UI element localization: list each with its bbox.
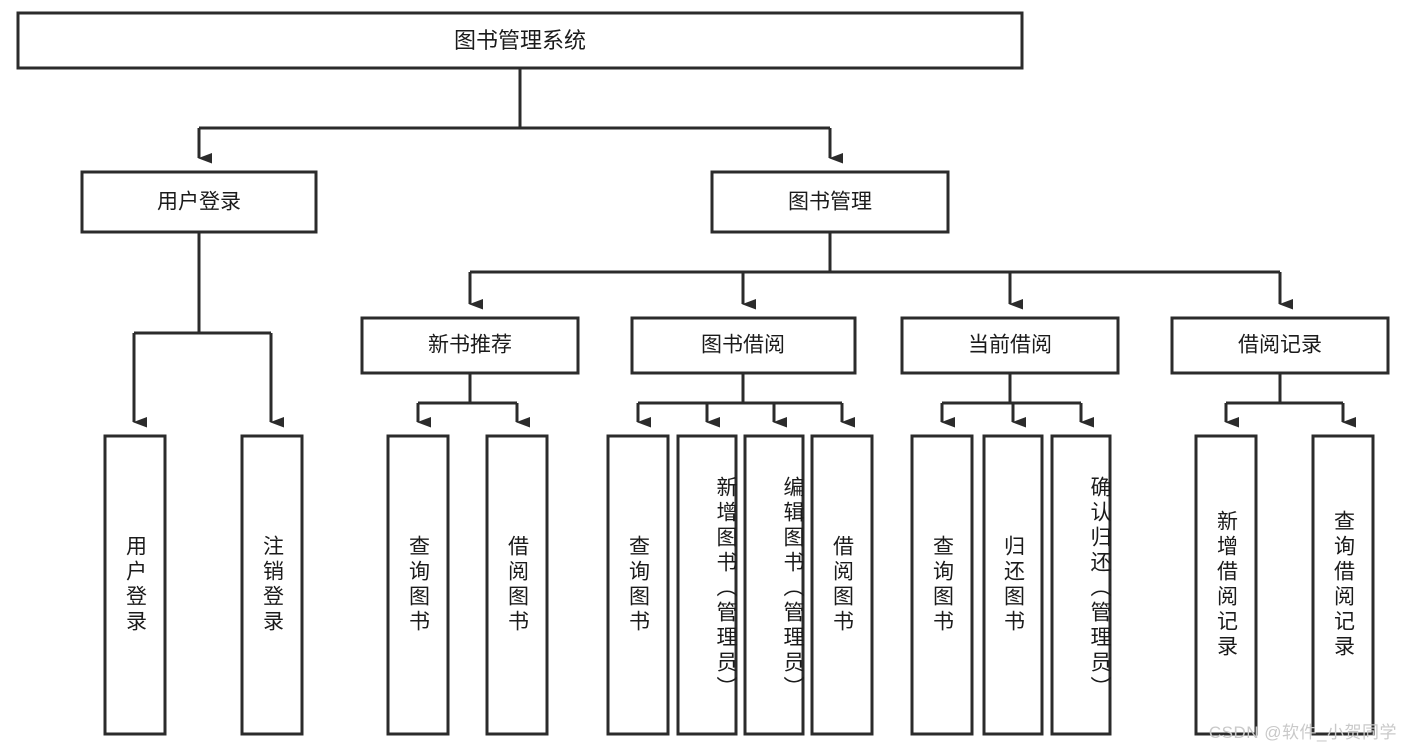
- node-book-borrow-label: 图书借阅: [701, 334, 785, 357]
- edges-bookmanage-to-level3: [468, 232, 1293, 310]
- edges-userlogin-to-leaves: [132, 232, 284, 428]
- leaf-box-query-book-3[interactable]: [910, 434, 974, 736]
- leaf-box-query-book-1[interactable]: [386, 434, 450, 736]
- leaf-box-confirm-return[interactable]: [1050, 434, 1112, 736]
- node-new-book-recommend-label: 新书推荐: [428, 334, 512, 357]
- node-root[interactable]: 图书管理系统: [16, 11, 1024, 70]
- edges-currentborrow-to-leaves: [940, 373, 1094, 428]
- node-user-login-box: [80, 170, 318, 234]
- leaf-box-user-login[interactable]: [103, 434, 167, 736]
- leaf-box-edit-book[interactable]: [743, 434, 805, 736]
- leaf-box-borrow-book-2[interactable]: [810, 434, 874, 736]
- node-user-login-label: 用户登录: [157, 191, 241, 214]
- node-book-manage-box: [710, 170, 950, 234]
- node-root-label: 图书管理系统: [454, 28, 586, 53]
- node-new-book-recommend[interactable]: 新书推荐: [360, 316, 580, 375]
- leaf-box-add-record[interactable]: [1194, 434, 1258, 736]
- node-current-borrow[interactable]: 当前借阅: [900, 316, 1120, 375]
- leaf-box-borrow-book-1[interactable]: [485, 434, 549, 736]
- node-book-manage-label: 图书管理: [788, 191, 872, 214]
- leaf-boxes: [103, 434, 1375, 736]
- leaf-box-return-book[interactable]: [982, 434, 1044, 736]
- node-new-book-recommend-box: [360, 316, 580, 375]
- leaf-box-logout[interactable]: [240, 434, 304, 736]
- node-borrow-record[interactable]: 借阅记录: [1170, 316, 1390, 375]
- watermark-text: CSDN @软件_小贺同学: [1208, 723, 1397, 742]
- edges-borrowrecord-to-leaves: [1224, 373, 1356, 428]
- node-book-borrow-box: [630, 316, 857, 375]
- leaf-box-query-book-2[interactable]: [606, 434, 670, 736]
- leaf-box-query-record[interactable]: [1311, 434, 1375, 736]
- node-current-borrow-label: 当前借阅: [968, 334, 1052, 357]
- node-book-manage[interactable]: 图书管理: [710, 170, 950, 234]
- node-current-borrow-box: [900, 316, 1120, 375]
- node-book-borrow[interactable]: 图书借阅: [630, 316, 857, 375]
- leaf-box-add-book[interactable]: [676, 434, 738, 736]
- node-root-box: [16, 11, 1024, 70]
- edges-root-to-level2: [197, 68, 843, 164]
- node-borrow-record-box: [1170, 316, 1390, 375]
- edges-bookborrow-to-leaves: [636, 373, 855, 428]
- node-user-login[interactable]: 用户登录: [80, 170, 318, 234]
- node-borrow-record-label: 借阅记录: [1238, 334, 1322, 357]
- edges-newbook-to-leaves: [416, 373, 530, 428]
